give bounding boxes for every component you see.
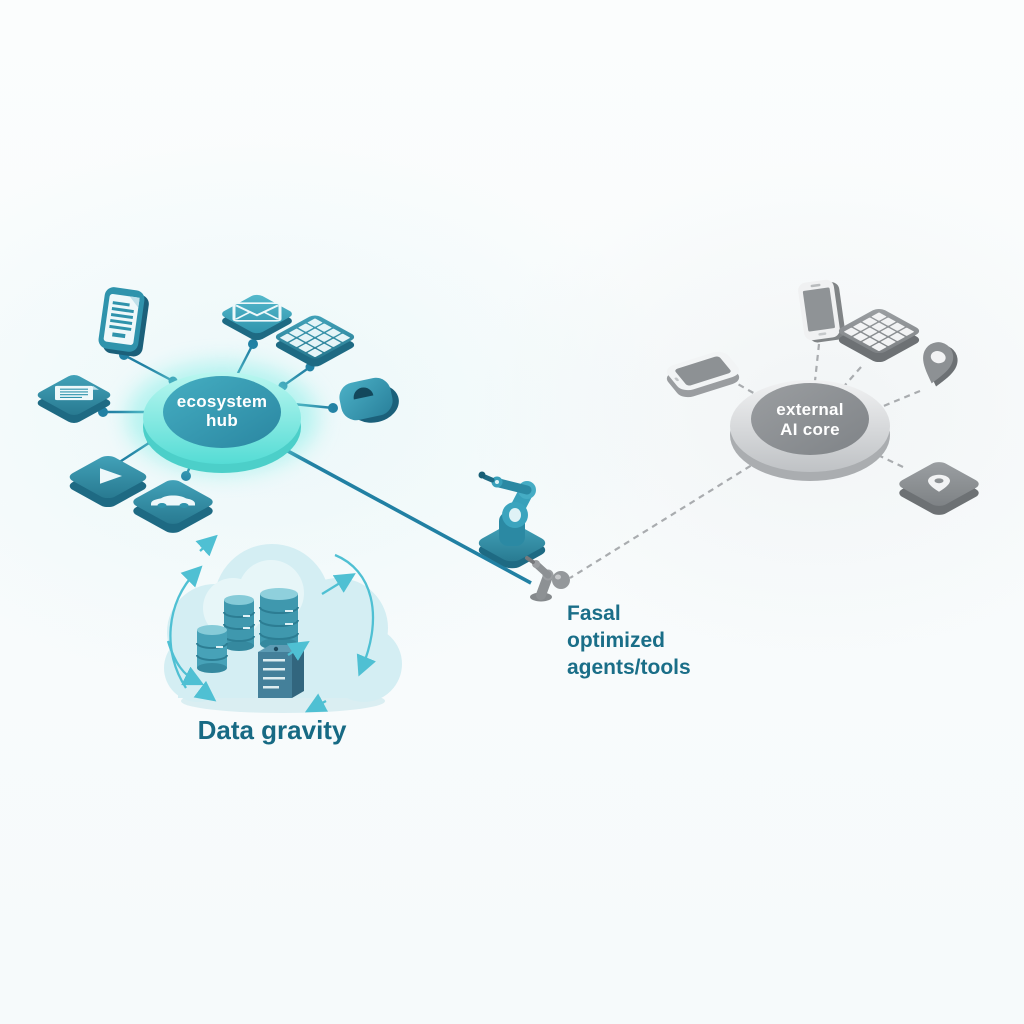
lock-icon	[339, 377, 399, 423]
play-tile-icon	[69, 455, 147, 508]
gripped-ball	[552, 571, 570, 589]
hub-to-agents-line	[272, 441, 532, 585]
core-label: external AI core	[776, 400, 844, 439]
connector-line	[813, 343, 821, 382]
server-tower-icon	[258, 645, 304, 698]
external-ai-core	[730, 380, 890, 481]
database-stack-icon	[196, 588, 304, 698]
data-gravity-label: Data gravity	[197, 715, 347, 745]
robot-arm-gray-icon	[525, 556, 570, 602]
circulation-arrows-icon	[166, 534, 376, 713]
database-cylinder	[259, 588, 299, 650]
spreadsheet-grid-icon	[275, 315, 355, 367]
connector-line	[858, 445, 904, 468]
ecosystem-hub	[126, 362, 318, 474]
hub-label: ecosystem hub	[176, 392, 268, 430]
envelope-icon	[222, 294, 292, 341]
flat-phone-icon	[666, 351, 740, 398]
smartphone-icon	[798, 279, 846, 343]
map-pin-tile-icon	[899, 462, 979, 515]
document-icon	[98, 287, 149, 357]
keypad-grid-icon	[838, 308, 920, 363]
robot-arm-teal-icon	[478, 471, 546, 569]
agents-label: Fasal optimized agents/tools	[567, 602, 691, 679]
database-cylinder	[196, 625, 228, 673]
map-pin-3d-icon	[923, 342, 958, 387]
car-tile-icon	[133, 480, 213, 533]
database-cylinder	[223, 595, 255, 651]
core-to-agents-line	[569, 459, 761, 579]
notes-document-icon	[37, 375, 111, 423]
